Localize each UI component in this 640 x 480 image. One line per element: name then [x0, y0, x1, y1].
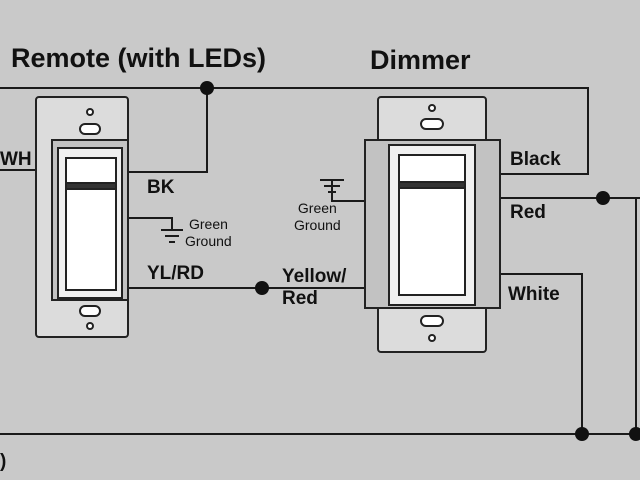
mounting-slot [420, 315, 444, 327]
white-label: White [508, 284, 560, 305]
mounting-slot [79, 123, 101, 135]
dimmer-ground-wire [331, 180, 365, 202]
black-label: Black [510, 149, 561, 170]
yl-rd-label: YL/RD [147, 263, 204, 284]
junction-dot [575, 427, 589, 441]
remote-ground-icon [161, 229, 183, 243]
remote-ground-label-line2: Ground [185, 233, 232, 249]
ground-symbols [161, 179, 344, 243]
dimmer-ground-label-line1: Green [297, 200, 337, 216]
remote-title: Remote (with LEDs) [11, 43, 267, 73]
dimmer-ground-label: Green Ground [294, 200, 341, 234]
screw-hole [428, 104, 436, 112]
wires [0, 87, 640, 435]
mounting-slot [420, 118, 444, 130]
remote-bk-wire [128, 88, 208, 173]
junction-dot [255, 281, 269, 295]
bk-label: BK [147, 177, 175, 198]
wh-label: WH [0, 149, 32, 170]
junction-dots [200, 81, 640, 441]
remote-ground-label-line1: Green [189, 216, 228, 232]
remote-paddle [65, 157, 117, 291]
dimmer-ground-label-line2: Ground [294, 217, 341, 233]
white-wire [500, 273, 583, 434]
junction-dot [629, 427, 640, 441]
dimmer-ground-icon [320, 179, 344, 193]
junction-dot [200, 81, 214, 95]
screw-hole [86, 322, 94, 330]
remote-ground-label: Green Ground [185, 216, 232, 250]
top-wire [0, 87, 589, 175]
remote-ground-wire [128, 217, 173, 230]
mounting-slot [79, 305, 101, 317]
junction-dot [596, 191, 610, 205]
remote-led-bar [65, 182, 117, 190]
screw-hole [86, 108, 94, 116]
dimmer-title: Dimmer [370, 45, 471, 75]
dimmer-switch [364, 96, 501, 353]
yellow-red-label: Yellow/ Red [282, 266, 346, 310]
yellow-label-line1: Yellow/ [282, 266, 347, 287]
screw-hole [428, 334, 436, 342]
red-label-line2: Red [282, 288, 318, 309]
dimmer-led-bar [398, 181, 466, 189]
bottom-left-fragment: ) [0, 451, 7, 472]
red-label: Red [510, 202, 546, 223]
dimmer-paddle [398, 154, 466, 296]
remote-switch [35, 96, 129, 338]
